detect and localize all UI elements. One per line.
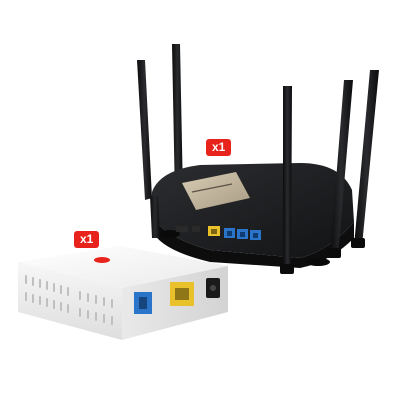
onu-power-jack [206,278,220,298]
onu-top-face [18,246,228,288]
router-antenna-back-left [137,60,152,200]
router [137,44,379,274]
router-antenna-front-3 [351,70,379,248]
router-lan-port [237,229,248,239]
router-quantity-badge: x1 [206,139,232,156]
router-antenna-front-1 [280,86,294,274]
router-antenna-front-2 [327,80,353,258]
onu-logo [94,257,110,263]
router-label-sticker [182,172,250,210]
onu-device [18,246,228,340]
onu-fiber-port [134,292,152,314]
router-lan-port [224,228,235,238]
router-port-panel [176,226,261,240]
onu-quantity-badge: x1 [74,231,100,248]
onu-lan-port [170,282,194,306]
onu-vents [25,275,113,325]
router-body [152,163,354,268]
router-antenna-back-mid [172,44,183,198]
router-wan-port [208,226,220,236]
router-lan-port [250,230,261,240]
router-antenna-front-4 [150,196,160,238]
